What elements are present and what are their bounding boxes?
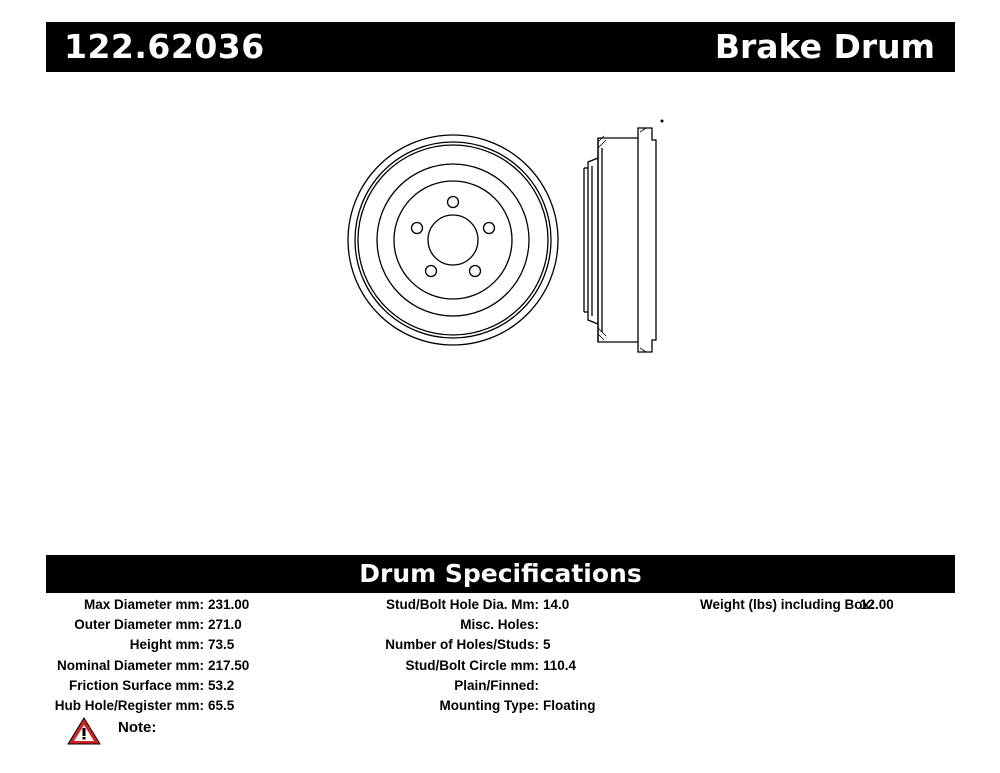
spec-row: Mounting Type:Floating (340, 698, 670, 718)
spec-row: Nominal Diameter mm:217.50 (0, 658, 340, 678)
spec-row: Max Diameter mm: 231.00 (0, 597, 340, 617)
product-title: Brake Drum (714, 27, 935, 66)
spec-label: Max Diameter mm: (83, 597, 204, 612)
spec-label: Mounting Type: (439, 697, 539, 713)
spec-row: Hub Hole/Register mm:65.5 (0, 698, 340, 718)
bolt-hole (468, 264, 482, 278)
spec-row: Plain/Finned: (340, 678, 670, 698)
bolt-hole (410, 221, 424, 235)
spec-column-weight: Weight (lbs) including Box:12.00 (670, 597, 1000, 617)
header-bar: 122.62036 Brake Drum (46, 22, 955, 72)
spec-label: Hub Hole/Register mm: (54, 697, 204, 713)
spec-value: 53.2 (208, 677, 235, 693)
spec-row: Number of Holes/Studs:5 (340, 637, 670, 657)
bolt-hole (424, 264, 438, 278)
spec-label: Number of Holes/Studs: (385, 637, 539, 653)
spec-value: 231.00 (208, 597, 250, 612)
spec-row: Friction Surface mm:53.2 (0, 678, 340, 698)
spec-value: 65.5 (208, 697, 235, 713)
part-number: 122.62036 (64, 27, 265, 66)
spec-value: 73.5 (208, 637, 235, 653)
spec-label: Nominal Diameter mm: (56, 657, 204, 673)
spec-label: Plain/Finned: (454, 677, 539, 693)
spec-label: Weight (lbs) including Box: (700, 597, 875, 612)
drum-front-view (347, 134, 559, 346)
spec-label: Height mm: (129, 637, 204, 653)
spec-value: 217.50 (208, 657, 250, 673)
spec-label: Stud/Bolt Circle mm: (405, 657, 539, 673)
spec-row: Misc. Holes: (340, 617, 670, 637)
spec-value: 110.4 (543, 657, 577, 673)
spec-column-holes: Stud/Bolt Hole Dia. Mm: 14.0 Misc. Holes:… (340, 597, 670, 718)
spec-label: Friction Surface mm: (68, 677, 204, 693)
spec-title: Drum Specifications (359, 559, 642, 588)
spec-value: 271.0 (208, 617, 242, 633)
spec-label: Misc. Holes: (460, 617, 539, 633)
spec-row: Weight (lbs) including Box:12.00 (670, 597, 1000, 617)
spec-label: Stud/Bolt Hole Dia. Mm: (386, 597, 539, 612)
note-label: Note: (118, 719, 157, 736)
spec-value: 14.0 (543, 597, 570, 612)
drawing-dot (660, 119, 664, 123)
spec-bar: Drum Specifications (46, 555, 955, 593)
spec-row: Stud/Bolt Circle mm:110.4 (340, 658, 670, 678)
warning-triangle-icon (67, 717, 101, 745)
spec-row: Height mm:73.5 (0, 637, 340, 657)
note: Note: (66, 716, 156, 746)
spec-value: Floating (543, 697, 596, 713)
bolt-hole (482, 221, 496, 235)
spec-row: Outer Diameter mm:271.0 (0, 617, 340, 637)
bolt-hole (446, 195, 460, 209)
spec-value: 5 (543, 637, 551, 653)
spec-column-dimensions: Max Diameter mm: 231.00 Outer Diameter mm… (0, 597, 340, 718)
brake-drum-drawing (347, 119, 664, 353)
spec-row: Stud/Bolt Hole Dia. Mm: 14.0 (340, 597, 670, 617)
spec-label: Outer Diameter mm: (74, 617, 204, 633)
spec-value: 12.00 (860, 597, 894, 612)
drum-side-view (583, 127, 657, 353)
